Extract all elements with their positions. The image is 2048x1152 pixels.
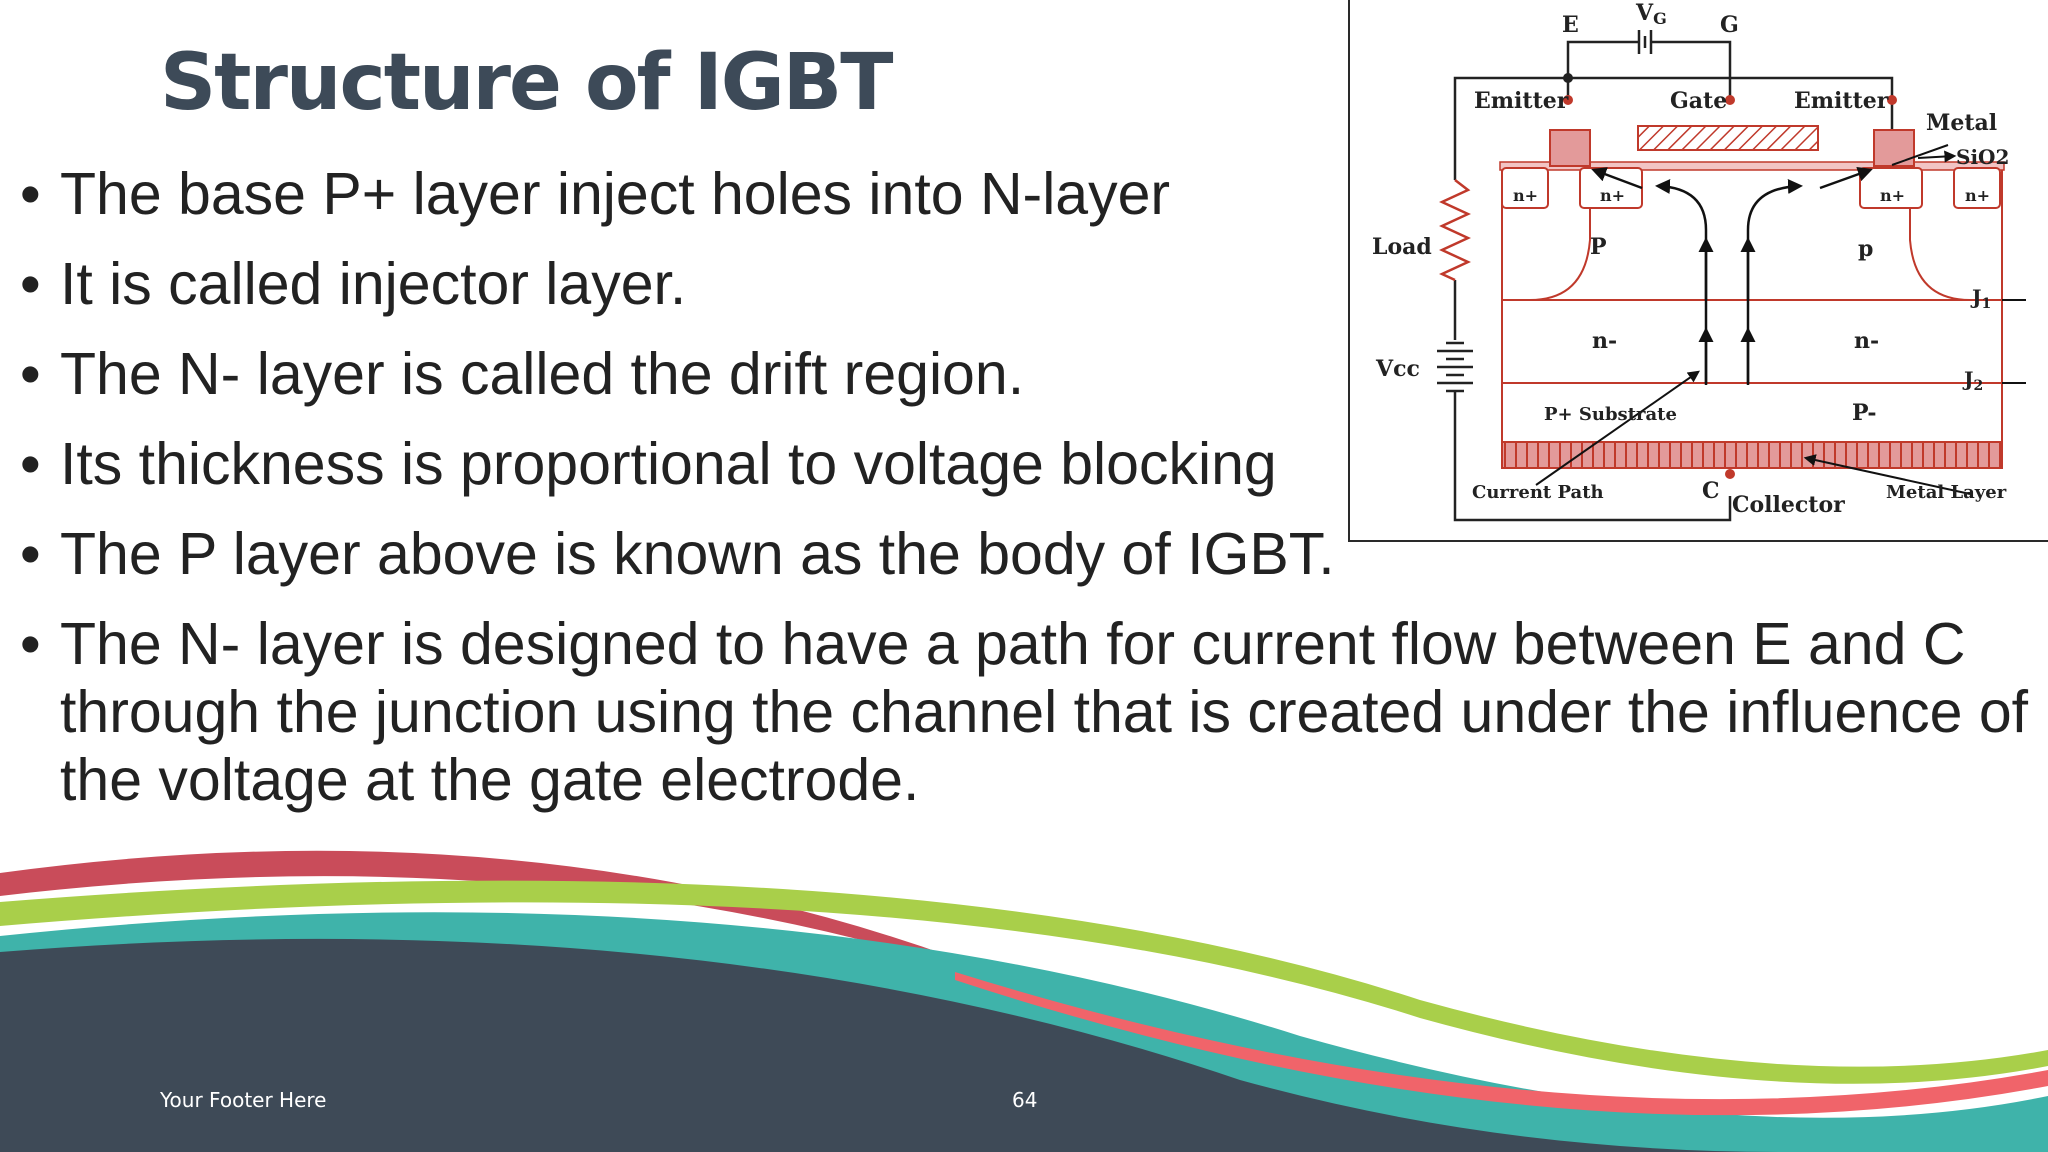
label-collector: Collector [1732,492,1845,518]
bullet-text: It is called injector layer. [60,251,687,317]
bullet-dot: • [20,431,41,497]
bullet-dot: • [20,251,41,317]
bullet-dot: • [20,611,41,677]
pointer-lines [1535,144,2026,495]
footer-band [0,938,1780,1152]
label-n-minus-left: n- [1592,328,1617,354]
current-path-arrows [1591,167,1873,385]
emitter-metal-left [1549,129,1591,167]
label-n-plus: n+ [1965,186,1990,205]
vcc-battery-symbol [1437,341,1473,393]
bullet-text: The base P+ layer inject holes into N-la… [60,161,1171,227]
gate-electrode [1637,125,1819,151]
label-vg: VG [1635,0,1667,28]
bullet-text: The N- layer is called the drift region. [60,341,1025,407]
bullet-list: • The base P+ layer inject holes into N-l… [0,160,2048,836]
label-load: Load [1372,234,1432,260]
label-sio2: SiO2 [1956,145,2009,169]
wave-green-stripe [0,880,2048,1084]
bullet-text: The N- layer is designed to have a path … [60,611,2029,813]
bullet-dot: • [20,161,41,227]
n-plus-regions [1501,167,2001,209]
label-emitter-right: Emitter [1794,88,1889,114]
label-metal: Metal [1926,110,1997,136]
label-p-plus-substrate: P+ Substrate [1544,404,1677,425]
label-n-plus: n+ [1513,186,1538,205]
label-n-plus: n+ [1880,186,1905,205]
label-current-path: Current Path [1472,482,1604,503]
label-n-plus: n+ [1600,186,1625,205]
igbt-diagram-svg: E VG G Emitter Gate Emitter Metal SiO2 n… [1372,0,2026,522]
bullet-item: • Its thickness is proportional to voltag… [0,430,2048,498]
load-resistor-symbol [1439,179,1471,282]
label-j1: J1 [1970,285,1991,312]
label-emitter-left: Emitter [1474,88,1569,114]
label-n-minus-right: n- [1854,328,1879,354]
bullet-item: • It is called injector layer. [0,250,2048,318]
collector-metal-layer [1501,441,2003,469]
label-e-terminal: E [1562,12,1579,38]
sio2-layer [1499,161,2005,171]
bullet-item: • The base P+ layer inject holes into N-l… [0,160,2048,228]
circuit-wires [1453,40,1894,522]
label-g-terminal: G [1720,12,1739,38]
bullet-text: Its thickness is proportional to voltage… [60,431,1277,497]
bullet-item: • The N- layer is called the drift region… [0,340,2048,408]
terminal-dots [1563,73,1897,479]
emitter-metal-right [1873,129,1915,167]
label-metal-layer: Metal Layer [1886,482,2007,503]
footer-wave-decoration [0,850,2048,1152]
page-number: 64 [1012,1088,1038,1112]
footer-text: Your Footer Here [160,1088,327,1112]
bullet-item: • The P layer above is known as the body … [0,520,2048,588]
igbt-structure-diagram: E VG G Emitter Gate Emitter Metal SiO2 n… [1348,0,2048,542]
label-gate: Gate [1670,88,1727,114]
label-p-left: P [1590,234,1607,260]
label-vcc: Vcc [1375,356,1420,382]
wave-coral-stripe [955,972,2048,1116]
bullet-dot: • [20,521,41,587]
bullet-dot: • [20,341,41,407]
bullet-text: The P layer above is known as the body o… [60,521,1335,587]
gate-battery-symbol [1637,30,1653,54]
slide-title: Structure of IGBT [160,38,893,128]
label-c-terminal: C [1702,478,1720,504]
label-j2: J2 [1962,367,1983,394]
label-p-minus: P- [1852,400,1876,426]
bullet-item: • The N- layer is designed to have a path… [0,610,2030,814]
label-p-right: p [1858,236,1873,262]
